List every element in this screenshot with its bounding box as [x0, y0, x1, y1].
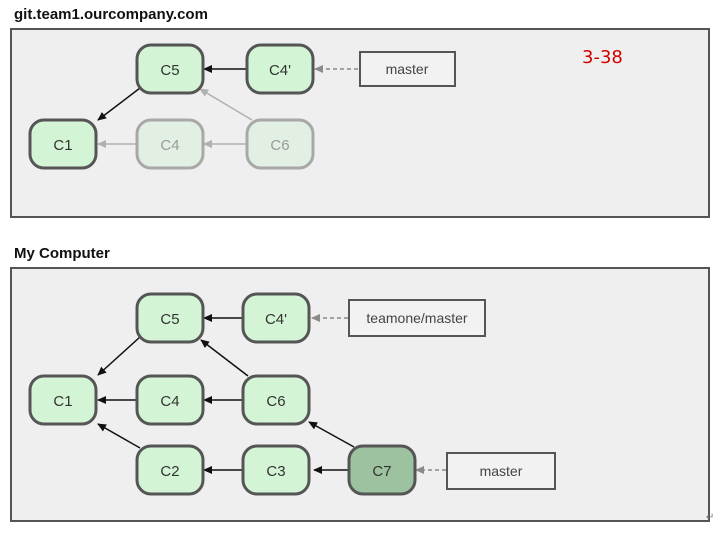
remote-commit-c1: C1	[28, 118, 98, 170]
svg-text:teamone/master: teamone/master	[366, 310, 467, 326]
remote-commit-c4-faded: C4	[135, 118, 205, 170]
local-commit-c5: C5	[135, 292, 205, 344]
local-commit-c4: C4	[135, 374, 205, 426]
svg-text:C4: C4	[160, 393, 179, 410]
remote-branch-master: master	[359, 51, 456, 87]
svg-text:C5: C5	[160, 311, 179, 328]
svg-text:C4': C4'	[265, 311, 287, 328]
local-branch-master: master	[446, 452, 556, 490]
svg-text:C5: C5	[160, 62, 179, 79]
svg-text:master: master	[386, 61, 429, 77]
local-branch-teamone-master: teamone/master	[348, 299, 486, 337]
local-commit-c2: C2	[135, 444, 205, 496]
svg-text:C4: C4	[160, 137, 179, 154]
remote-panel	[10, 28, 710, 218]
paragraph-mark: ↵	[706, 512, 715, 523]
svg-text:C1: C1	[53, 393, 72, 410]
edge-c5-c1	[97, 87, 141, 121]
local-commit-c1: C1	[28, 374, 98, 426]
local-commit-c6: C6	[241, 374, 311, 426]
svg-text:C2: C2	[160, 463, 179, 480]
local-commit-c7-head: C7	[347, 444, 417, 496]
edge-c6-c5	[200, 339, 249, 377]
edge-c2-c1	[97, 423, 141, 449]
svg-text:C6: C6	[270, 137, 289, 154]
edge-c5-c1	[97, 336, 141, 376]
remote-commit-c6-faded: C6	[245, 118, 315, 170]
remote-commit-c5: C5	[135, 43, 205, 95]
edge-c6-c5-faded	[199, 88, 253, 121]
remote-title: git.team1.ourcompany.com	[14, 6, 208, 23]
edge-c7-c6	[308, 421, 355, 448]
svg-text:C1: C1	[53, 137, 72, 154]
svg-text:C6: C6	[266, 393, 285, 410]
local-commit-c3: C3	[241, 444, 311, 496]
local-title: My Computer	[14, 245, 110, 262]
local-commit-c4p: C4'	[241, 292, 311, 344]
svg-text:C3: C3	[266, 463, 285, 480]
remote-edges	[97, 65, 358, 148]
svg-text:master: master	[480, 463, 523, 479]
svg-text:C7: C7	[372, 463, 391, 480]
local-edges	[97, 314, 446, 474]
figure-label: 3-38	[582, 47, 623, 68]
svg-text:C4': C4'	[269, 62, 291, 79]
remote-commit-c4p: C4'	[245, 43, 315, 95]
